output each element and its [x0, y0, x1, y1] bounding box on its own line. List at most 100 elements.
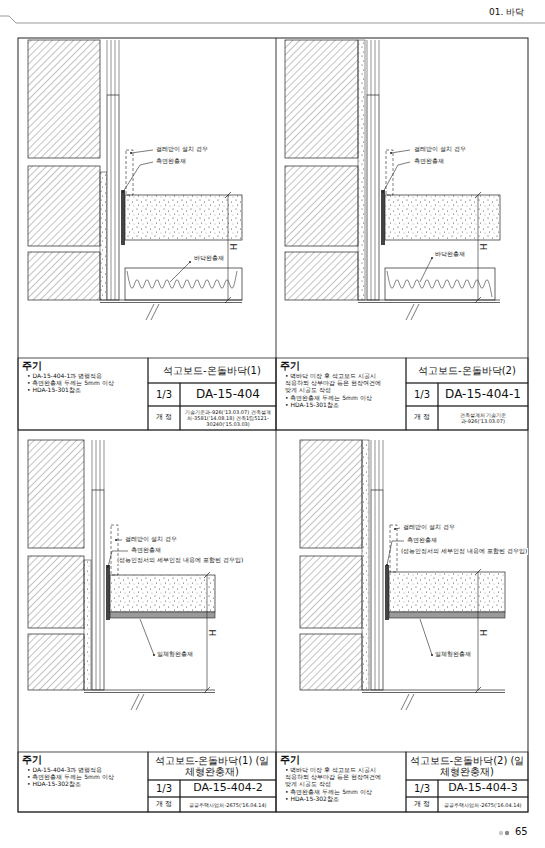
- dimension-label: H: [209, 629, 219, 638]
- gypsum-board-layer: [115, 95, 116, 300]
- gypsum-board-edge: [367, 40, 368, 95]
- revision-text: 건축설계처 기술기준과-926('13.03.07): [440, 412, 526, 424]
- title-block-cell: [18, 358, 148, 430]
- dimension-tick: [475, 569, 481, 575]
- note-item: • 벽바닥 미장 후 석고보드 시공시 적용하되 상부마감 등은 현장여건에 맞…: [280, 766, 383, 788]
- break-line: [151, 304, 159, 320]
- dimension-label: H: [230, 243, 240, 252]
- title-block-cell: [148, 797, 180, 812]
- gypsum-board-layer: [375, 490, 376, 690]
- leader-line: [123, 162, 153, 192]
- title-cell: 석고보드-온돌바닥(2) (일체형완충재): [406, 752, 528, 780]
- gypsum-board-layer: [371, 95, 372, 300]
- break-line: [411, 304, 419, 320]
- note-item: • 측면완충재 두께는 5mm 이상: [22, 773, 114, 780]
- drawing-number-text: DA-15-404-3: [448, 782, 517, 794]
- gypsum-board-edge: [375, 440, 376, 490]
- title-block-cell: [148, 358, 276, 383]
- gypsum-board: [371, 490, 383, 690]
- title-block-cell: [180, 383, 276, 406]
- insulation-batting: [387, 271, 492, 297]
- leader-dot: [431, 257, 433, 259]
- note-item: • DA-15-404-3과 병행적용: [22, 766, 102, 773]
- gypsum-board: [367, 95, 379, 300]
- revision-label-text: 개 정: [156, 414, 172, 422]
- page-dot: [499, 831, 503, 835]
- gypsum-board-edge: [379, 40, 380, 95]
- floor-insulation: [385, 268, 495, 300]
- concrete-wall: [300, 634, 362, 690]
- leader-dot: [386, 564, 388, 566]
- baseboard: [386, 150, 393, 195]
- note-item: • HDA-15-302참조: [280, 795, 339, 802]
- gypsum-board-edge: [379, 440, 380, 490]
- title-block-cell: [406, 383, 438, 406]
- revision-cell: 기술기준과-926('13.03.07) 건축설계처-3581('14.08.1…: [180, 406, 276, 430]
- title-block-cell: [406, 752, 528, 780]
- drawing-number-cell: DA-15-404-1: [438, 383, 528, 406]
- title-block-cell: [148, 752, 276, 780]
- leader-dot: [122, 191, 124, 193]
- leader-line: [170, 262, 190, 282]
- drawing-number-cell: DA-15-404: [180, 383, 276, 406]
- notes-cell: 주기• DA-15-404-3과 병행적용• 측면완충재 두께는 5mm 이상•…: [18, 752, 148, 812]
- sheet-frame: [18, 38, 528, 812]
- structural-slab-line: [84, 690, 215, 691]
- leader-dot: [382, 191, 384, 193]
- drawing-number-text: DA-15-404: [196, 388, 260, 401]
- leader-line: [131, 150, 153, 153]
- note-item: • 측면완충재 두께는 5mm 이상: [280, 394, 372, 401]
- notes-cell: 주기• DA-15-404-1과 병행적용• 측면완충재 두께는 5mm 이상•…: [18, 358, 148, 430]
- floor-detail: [285, 40, 500, 320]
- scale-cell: 1/3: [148, 383, 180, 406]
- gypsum-board-layer: [100, 490, 101, 690]
- baseboard: [111, 525, 118, 575]
- page-dot: [505, 831, 509, 835]
- dimension-tick: [225, 192, 231, 198]
- leader-dot: [130, 152, 132, 154]
- dimension-tick: [204, 572, 210, 578]
- callout-label: 측면완충재: [130, 547, 162, 554]
- gypsum-board-edge: [371, 440, 372, 490]
- notes-cell: 주기• 벽바닥 미장 후 석고보드 시공시 적용하되 상부마감 등은 현장여건에…: [276, 752, 406, 812]
- concrete-wall: [28, 440, 84, 548]
- revision-label-text: 개 정: [156, 801, 172, 809]
- title-block-cell: [406, 406, 438, 430]
- notes-heading: 주기: [280, 754, 300, 766]
- title-text: 석고보드-온돌바닥(2) (일체형완충재): [408, 755, 526, 777]
- concrete-wall: [28, 634, 84, 690]
- mortar-slab: [125, 195, 242, 240]
- gypsum-board: [107, 95, 119, 300]
- title-block-cell: [180, 780, 276, 797]
- revision-label-cell: 개 정: [148, 406, 180, 430]
- title-block-cell: [438, 406, 528, 430]
- title-cell: 석고보드-온돌바닥(1) (일체형완충재): [148, 752, 276, 780]
- structural-slab-line: [100, 302, 242, 303]
- gypsum-board-layer: [96, 490, 97, 690]
- title-cell: 석고보드-온돌바닥(1): [148, 358, 276, 383]
- callout-label: 바닥완충재: [193, 255, 225, 262]
- leader-line: [395, 528, 400, 529]
- gypsum-board-edge: [107, 40, 108, 95]
- gypsum-board-edge: [115, 40, 116, 95]
- floor-detail: [28, 440, 215, 710]
- dimension-tick: [475, 297, 481, 303]
- leader-dot: [189, 261, 191, 263]
- concrete-wall: [28, 166, 100, 246]
- callout-label: 걸레받이 설치 경우: [413, 146, 467, 153]
- title-text: 석고보드-온돌바닥(1): [163, 365, 261, 376]
- callout-label: 측면완충재: [155, 158, 187, 165]
- gypsum-board-edge: [371, 40, 372, 95]
- scale-cell: 1/3: [406, 780, 438, 797]
- note-item: • HDA-15-301참조: [280, 401, 339, 408]
- gypsum-board-layer: [111, 95, 112, 300]
- dimension-tick: [475, 687, 481, 693]
- note-item: • HDA-15-301참조: [22, 386, 81, 393]
- title-block-cell: [148, 383, 180, 406]
- gypsum-board-edge: [383, 440, 384, 490]
- leader-line: [391, 150, 410, 153]
- revision-cell: 공공주택사업처-2675('16.04.14): [438, 797, 528, 812]
- structural-slab-line: [84, 692, 215, 693]
- baseboard: [126, 150, 133, 195]
- revision-label-cell: 개 정: [406, 406, 438, 430]
